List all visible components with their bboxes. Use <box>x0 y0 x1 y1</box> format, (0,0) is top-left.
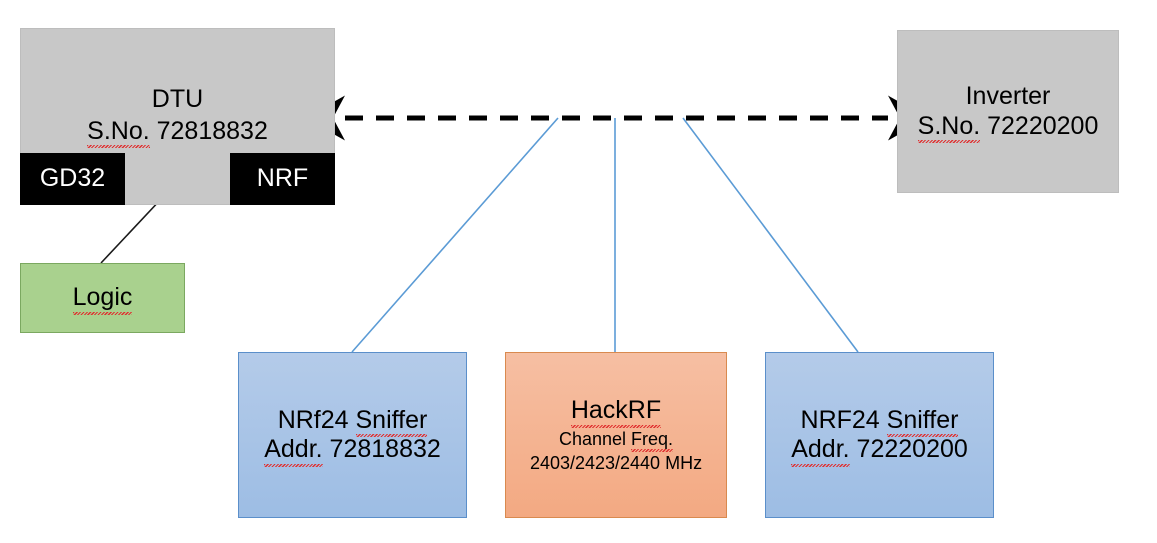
dtu-title: DTU <box>151 85 204 113</box>
dtu-serial-number: 72818832 <box>156 116 268 145</box>
sniffer-left-title-suffix: Sniffer <box>355 405 428 437</box>
inverter-serial-number: 72220200 <box>987 111 1099 140</box>
sniffer-left-title: NRf24 Sniffer <box>277 405 428 437</box>
gd32-node[interactable]: GD32 <box>20 153 125 205</box>
nrf-node[interactable]: NRF <box>230 153 335 205</box>
nrf-label: NRF <box>256 164 309 193</box>
sniffer-left-addr: Addr. 72818832 <box>264 435 441 466</box>
sniffer-right-node[interactable]: NRF24 Sniffer Addr. 72220200 <box>765 352 994 518</box>
hackrf-frequencies: 2403/2423/2440 MHz <box>529 452 703 473</box>
logic-analyzer-node[interactable]: Logic <box>20 263 185 333</box>
inverter-title: Inverter <box>965 82 1051 110</box>
dtu-serial: S.No. 72818832 <box>87 116 268 148</box>
sniffer-right-addr-value: 72220200 <box>856 435 968 463</box>
logic-label: Logic <box>72 283 133 315</box>
inverter-node[interactable]: Inverter S.No. 72220200 <box>897 30 1119 193</box>
sniffer-left-addr-value: 72818832 <box>329 435 441 463</box>
hackrf-title-text: HackRF <box>570 396 662 427</box>
hackrf-channel-label: Channel Freq. <box>558 428 674 453</box>
sniffer-right-title: NRF24 Sniffer <box>800 405 959 437</box>
inverter-serial: S.No. 72220200 <box>917 111 1099 143</box>
sniffer-right-addr-prefix: Addr. <box>791 435 850 466</box>
sniffer-left-tap-line <box>351 117 559 353</box>
sniffer-right-addr: Addr. 72220200 <box>791 435 968 466</box>
hackrf-channel-label-suffix: Freq. <box>631 428 674 453</box>
logic-label-text: Logic <box>72 283 133 315</box>
dtu-serial-prefix: S.No. <box>87 116 150 148</box>
sniffer-right-title-suffix: Sniffer <box>886 405 959 437</box>
sniffer-left-addr-prefix: Addr. <box>264 435 323 466</box>
sniffer-right-tap-line <box>682 117 859 353</box>
hackrf-title: HackRF <box>570 396 662 427</box>
gd32-label: GD32 <box>39 164 106 193</box>
hackrf-node[interactable]: HackRF Channel Freq. 2403/2423/2440 MHz <box>505 352 727 518</box>
inverter-serial-prefix: S.No. <box>917 111 981 143</box>
sniffer-left-node[interactable]: NRf24 Sniffer Addr. 72818832 <box>238 352 467 518</box>
